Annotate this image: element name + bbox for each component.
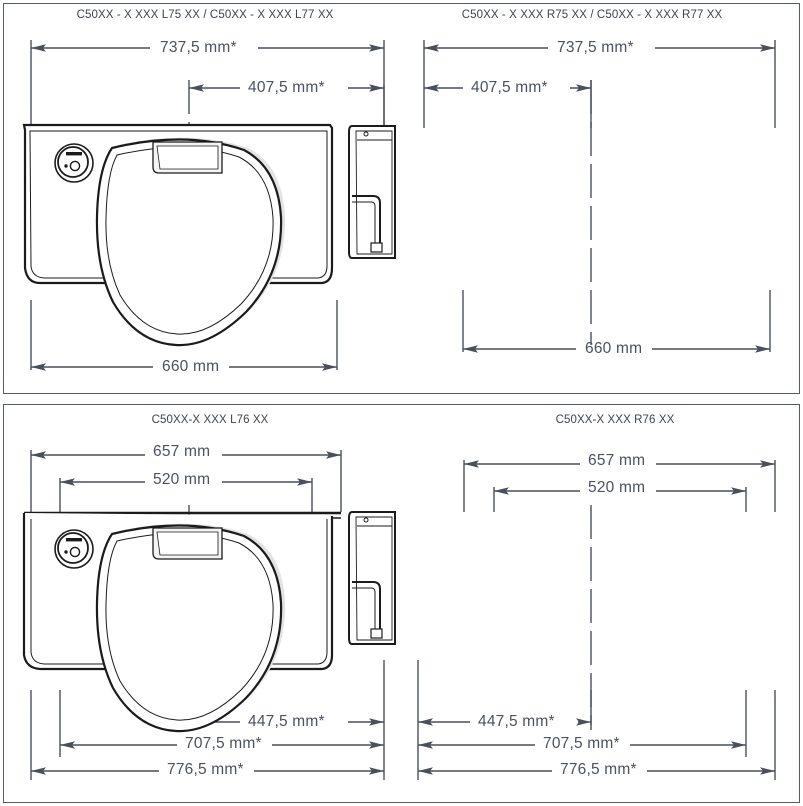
dim-label-br-776: 776,5 mm* <box>555 761 642 779</box>
dim-label-tr-660: 660 mm <box>580 340 648 358</box>
dim-label-bl-657: 657 mm <box>148 443 216 461</box>
dim-label-bl-707: 707,5 mm* <box>180 735 267 753</box>
dim-label-tl-737: 737,5 mm* <box>155 39 242 57</box>
dim-label-br-657: 657 mm <box>583 452 651 470</box>
dim-label-bl-520: 520 mm <box>148 471 216 489</box>
caption-top-right: C50XX - X XXX R75 XX / C50XX - X XXX R77… <box>461 9 723 21</box>
panel-bottom <box>3 404 800 803</box>
dim-label-tl-660: 660 mm <box>157 358 225 376</box>
dim-label-br-447: 447,5 mm* <box>473 713 560 731</box>
dim-label-br-707: 707,5 mm* <box>538 735 625 753</box>
dim-label-tr-737: 737,5 mm* <box>552 39 639 57</box>
dim-label-br-520: 520 mm <box>583 479 651 497</box>
dim-label-bl-447: 447,5 mm* <box>243 713 330 731</box>
panel-top <box>3 3 800 394</box>
dim-label-tr-407: 407,5 mm* <box>466 79 553 97</box>
caption-bottom-right: C50XX-X XXX R76 XX <box>555 414 675 426</box>
caption-top-left: C50XX - X XXX L75 XX / C50XX - X XXX L77… <box>76 9 334 21</box>
dim-label-tl-407: 407,5 mm* <box>243 79 330 97</box>
dim-label-bl-776: 776,5 mm* <box>162 761 249 779</box>
caption-bottom-left: C50XX-X XXX L76 XX <box>151 414 269 426</box>
